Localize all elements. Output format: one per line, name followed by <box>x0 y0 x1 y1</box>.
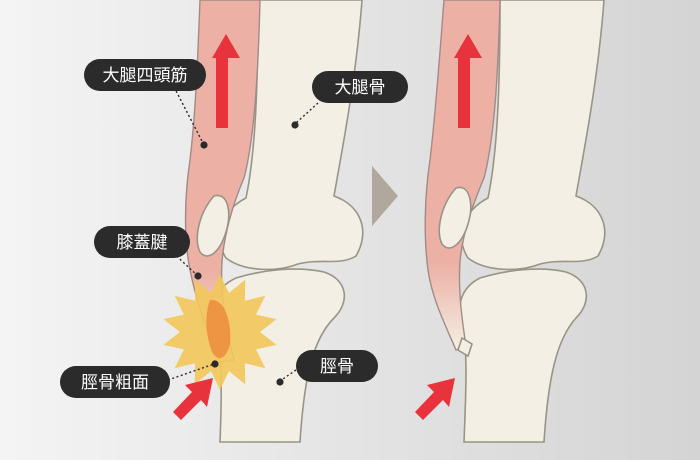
label-patellar-tendon: 膝蓋腱 <box>94 226 190 258</box>
label-tibia: 脛骨 <box>296 350 378 382</box>
right-patella-bone <box>438 186 472 249</box>
label-tibial-tuberosity: 脛骨粗面 <box>60 366 170 398</box>
tuberosity-pointer-dot <box>211 360 219 368</box>
left-quadriceps-pull-arrow-icon <box>212 34 240 128</box>
right-femur-bone <box>460 0 606 271</box>
left-femur-bone <box>218 0 364 271</box>
label-tibia-text: 脛骨 <box>320 357 354 377</box>
avulsed-bone-fragment <box>457 336 473 358</box>
label-quadriceps: 大腿四頭筋 <box>84 59 206 91</box>
label-femur: 大腿骨 <box>312 71 408 103</box>
label-femur-text: 大腿骨 <box>335 78 386 98</box>
left-knee <box>163 0 364 443</box>
left-impact-force-arrow-icon <box>173 378 213 420</box>
label-quadriceps-text: 大腿四頭筋 <box>103 66 188 86</box>
quadriceps-pointer-dot <box>200 141 208 149</box>
tendon-pointer-dot <box>194 272 202 280</box>
right-quadriceps-pull-arrow-icon <box>454 34 482 128</box>
right-impact-force-arrow-icon <box>415 378 455 420</box>
label-tibial-tuberosity-text: 脛骨粗面 <box>81 373 149 393</box>
left-patella-bone <box>196 194 230 257</box>
transition-play-triangle-icon <box>372 166 398 226</box>
impact-core <box>206 299 231 359</box>
tibia-pointer-dot <box>276 378 284 386</box>
label-patellar-tendon-text: 膝蓋腱 <box>117 233 168 253</box>
right-knee <box>415 0 606 443</box>
femur-pointer-dot <box>291 121 299 129</box>
